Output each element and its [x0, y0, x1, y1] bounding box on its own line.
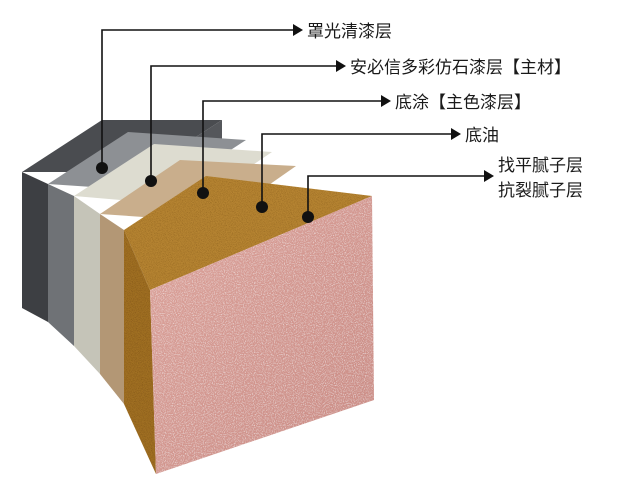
label-main-paint: 安必信多彩仿石漆层【主材】: [350, 58, 571, 78]
layer-stone-face: [150, 196, 374, 474]
label-leveling-putty: 找平腻子层: [498, 156, 583, 176]
label-base-coat: 底涂【主色漆层】: [395, 93, 531, 113]
label-anticrack-putty: 抗裂腻子层: [498, 181, 583, 201]
leader-arrowheads: [293, 24, 494, 182]
leader-dots: [96, 162, 314, 223]
leader-lines: [101, 29, 484, 216]
label-topcoat: 罩光清漆层: [307, 22, 392, 42]
label-primer: 底油: [465, 126, 499, 146]
layer-putty: [124, 176, 372, 474]
